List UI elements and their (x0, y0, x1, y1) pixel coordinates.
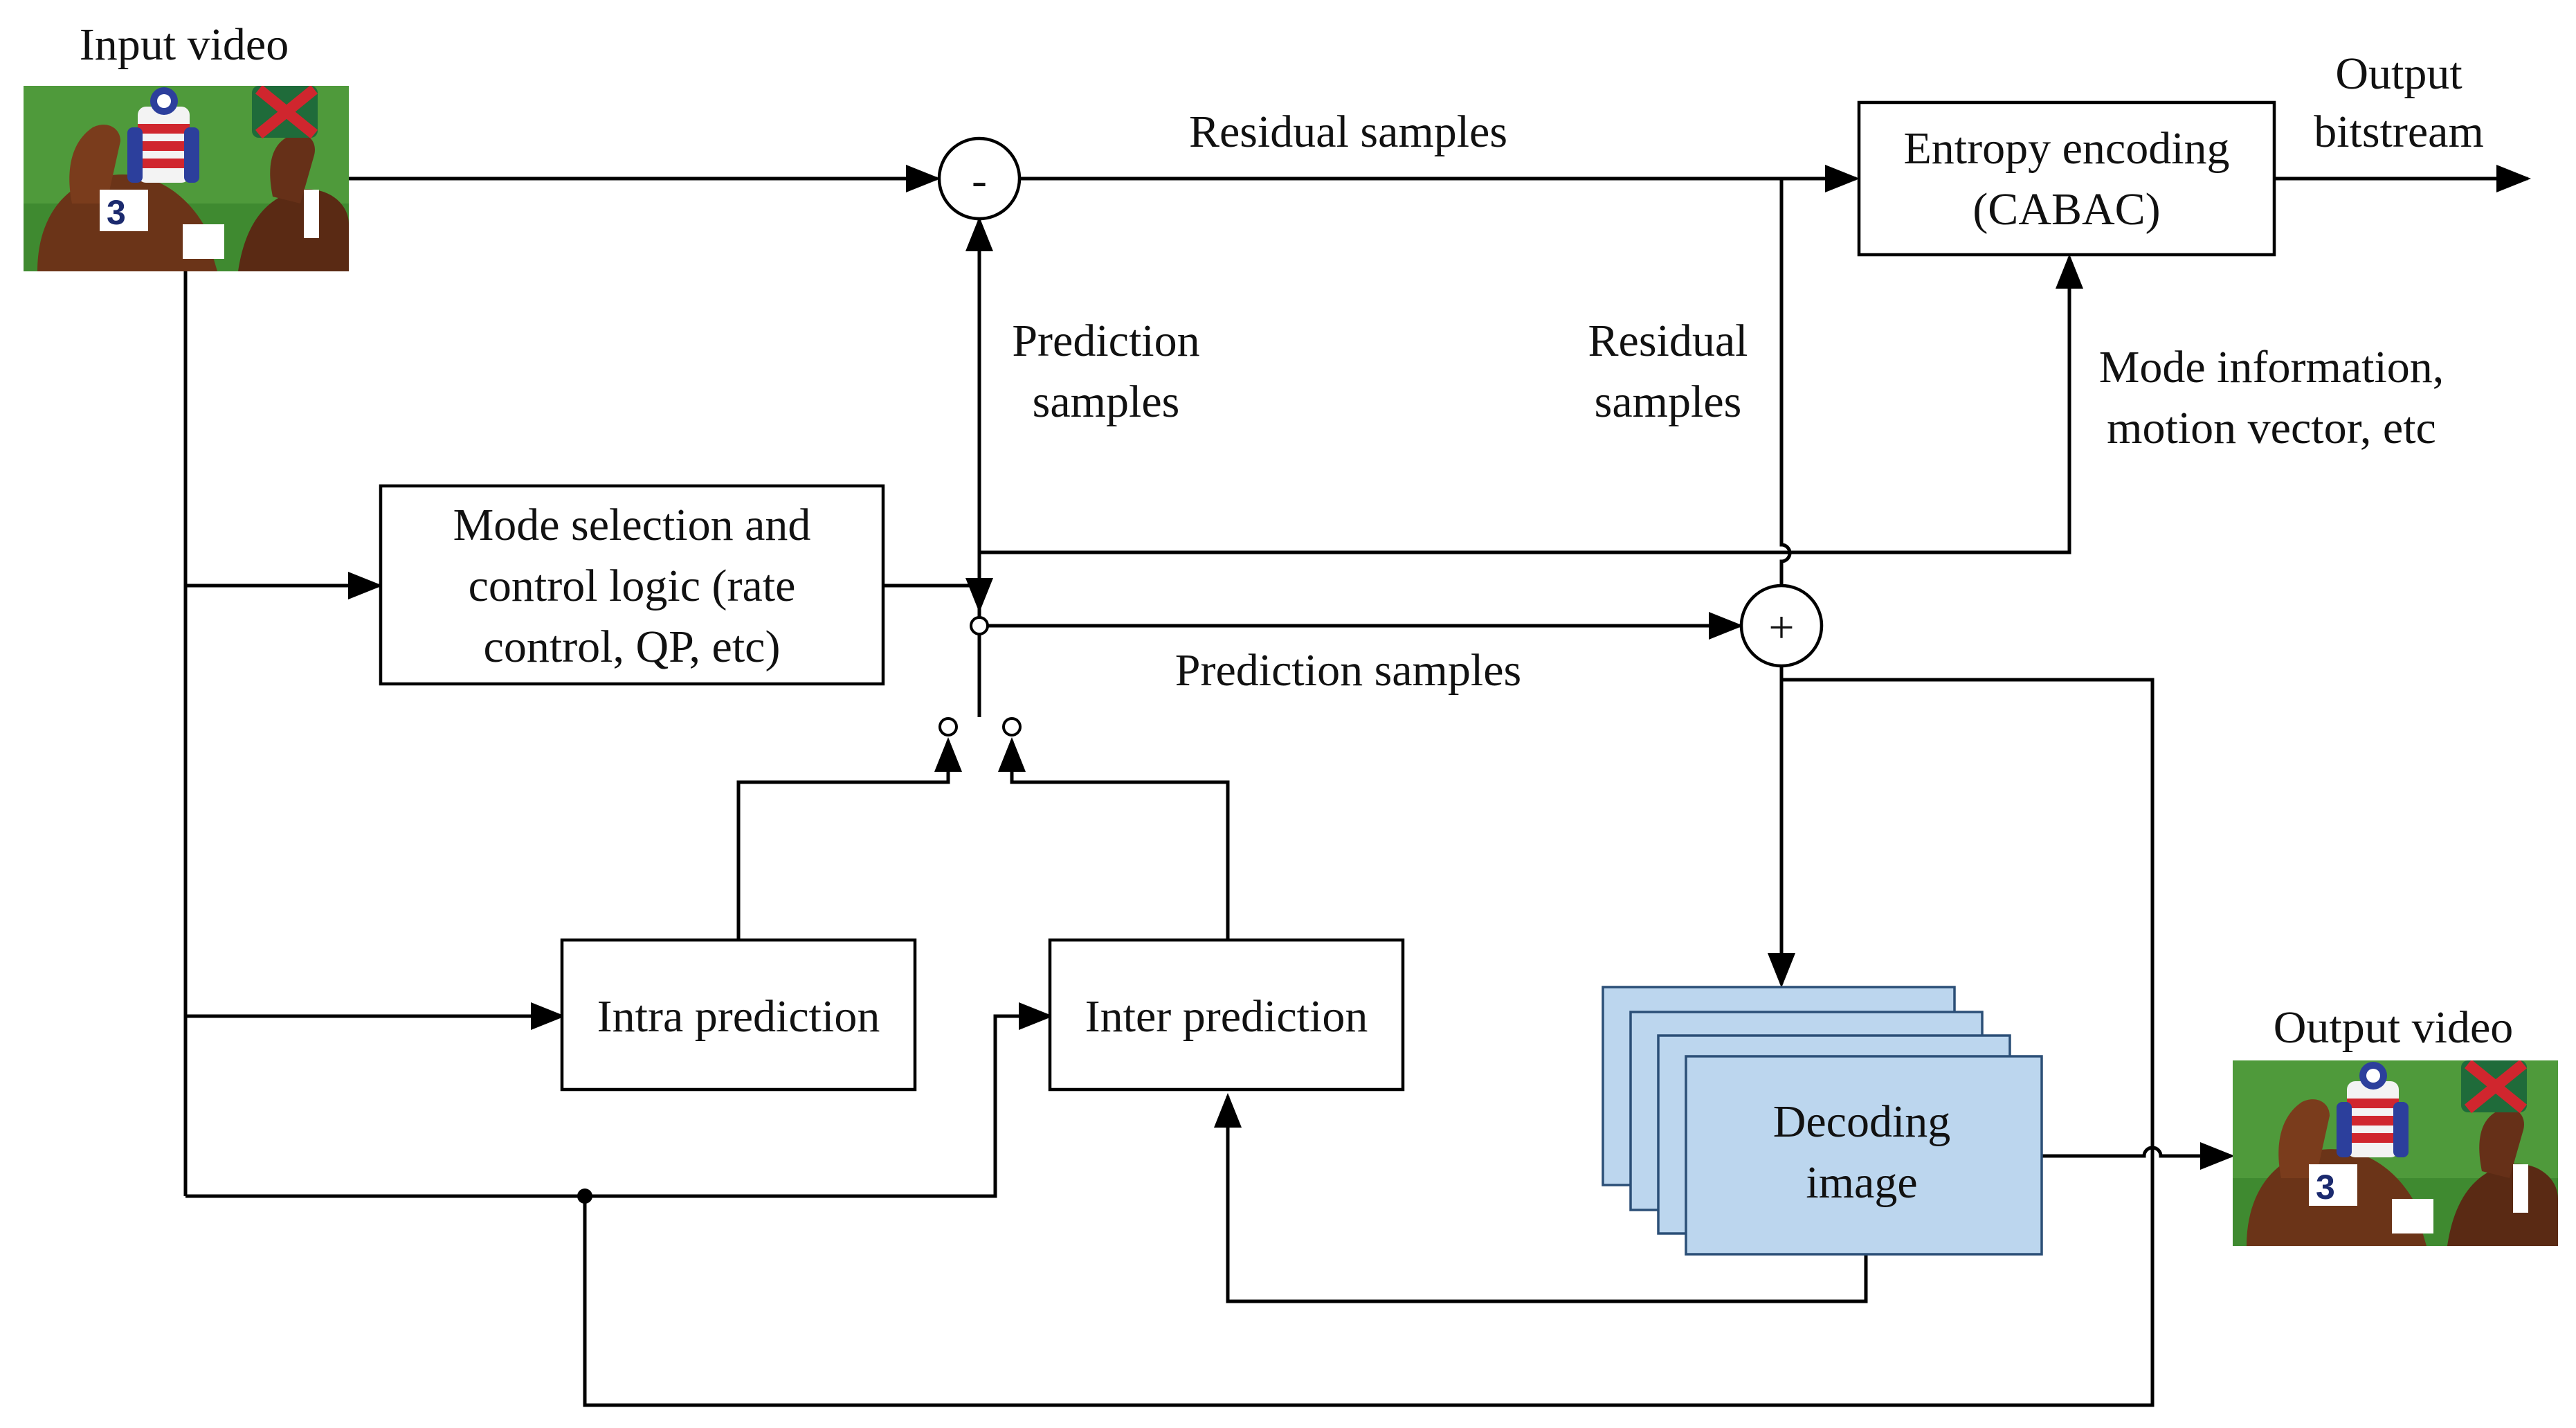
decoding-to-output-arrow (2042, 1142, 2235, 1170)
inter-prediction-block: Inter prediction (1048, 938, 1405, 1092)
intra-prediction-label: Intra prediction (597, 991, 880, 1042)
adder-node: + (1739, 584, 1824, 668)
decoding-image-line-1: Decoding (1773, 1096, 1951, 1147)
decoding-to-inter-arrow (1214, 1093, 1868, 1303)
inter-to-switch-arrow (998, 737, 1230, 940)
mode-selection-line-2: control logic (rate (469, 561, 796, 611)
input-video-image (24, 86, 349, 271)
subtractor-node: - (937, 136, 1022, 221)
decoding-image-stack: Decoding image (1602, 986, 2043, 1256)
inter-prediction-label: Inter prediction (1085, 991, 1368, 1042)
mode-selection-block: Mode selection and control logic (rate c… (379, 484, 885, 686)
mode-info-to-entropy-arrow (979, 254, 2083, 554)
prediction-samples-horizontal-label: Prediction samples (1175, 645, 1521, 696)
junction-dot (577, 1189, 592, 1204)
connection-lines (183, 165, 2531, 1407)
entropy-line-2: (CABAC) (1972, 184, 2160, 235)
mode-selection-line-1: Mode selection and (453, 500, 811, 550)
switch-contact-inter (1002, 717, 1022, 736)
mode-information-line-2: motion vector, etc (2107, 403, 2436, 453)
entropy-line-1: Entropy encoding (1903, 123, 2229, 174)
mode-information-line-1: Mode information, (2099, 342, 2445, 392)
prediction-samples-vertical-line-2: samples (1033, 377, 1180, 427)
residual-samples-vertical-line-1: Residual (1588, 316, 1748, 366)
switch-pivot (970, 616, 989, 635)
reconstruction-feedback-line (583, 678, 2155, 1407)
switch-contact-intra (938, 717, 958, 736)
entropy-encoding-block: Entropy encoding (CABAC) (1857, 100, 2276, 257)
prediction-samples-vertical-line-1: Prediction (1012, 316, 1199, 366)
mode-selection-line-3: control, QP, etc) (484, 622, 781, 672)
residual-samples-top-label: Residual samples (1189, 107, 1507, 157)
output-video-label: Output video (2274, 1002, 2513, 1053)
residual-to-adder-line (1779, 179, 1792, 586)
mode-control-arrow (883, 578, 993, 613)
output-bitstream-label-2: bitstream (2314, 107, 2484, 157)
residual-samples-vertical-line-2: samples (1595, 377, 1742, 427)
input-video-label: Input video (80, 19, 289, 70)
subtract-symbol: - (972, 155, 987, 206)
add-symbol: + (1768, 602, 1794, 653)
output-video-image (2233, 1060, 2558, 1246)
intra-prediction-block: Intra prediction (560, 938, 917, 1092)
output-bitstream-label-1: Output (2335, 48, 2462, 99)
intra-to-switch-arrow (736, 737, 962, 940)
decoding-image-line-2: image (1806, 1157, 1917, 1208)
